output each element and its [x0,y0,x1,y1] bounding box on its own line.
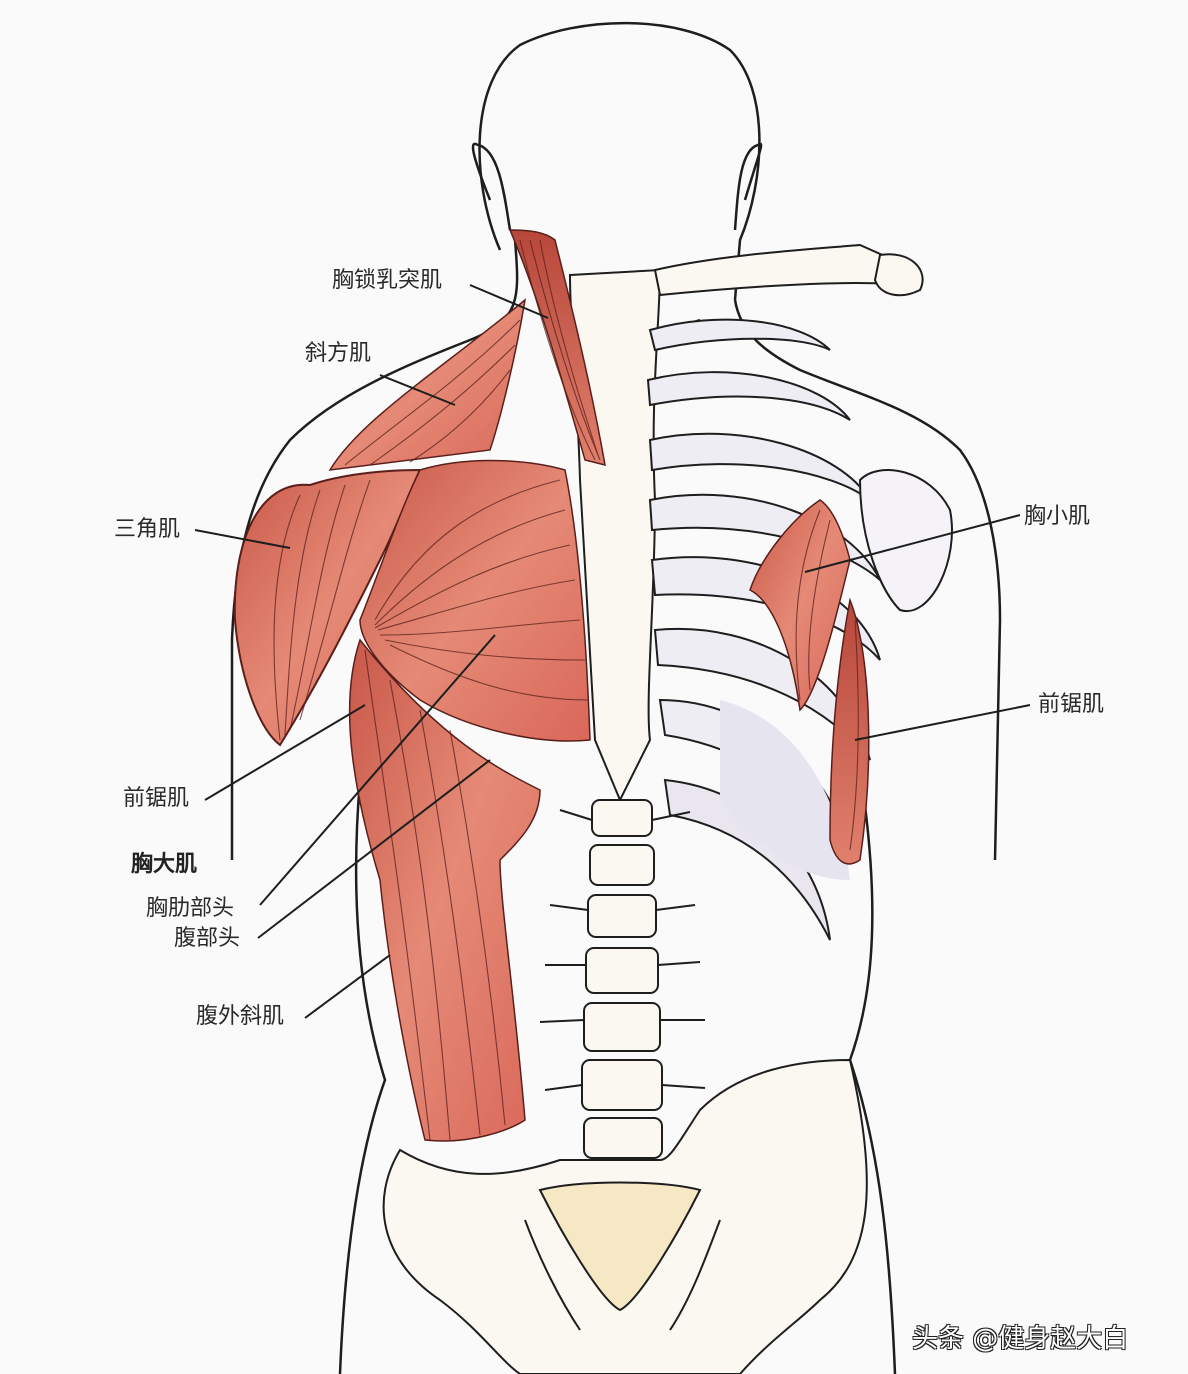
label-serratus-anterior-right: 前锯肌 [1038,692,1105,717]
label-pectoralis-minor: 胸小肌 [1024,504,1091,529]
muscle-fibers [273,239,859,1141]
label-sternocleidomastoid: 胸锁乳突肌 [332,268,443,293]
pectoralis-major-muscle [359,459,591,742]
external-oblique-muscle [348,638,541,1142]
pectoralis-minor-muscle [749,499,851,712]
label-pectoralis-major: 胸大肌 [131,852,198,877]
sternocleidomastoid-muscle [508,229,606,467]
label-external-oblique: 腹外斜肌 [196,1004,285,1029]
spine [539,799,706,1159]
label-deltoid: 三角肌 [114,517,181,542]
right-shoulder [858,253,953,613]
leader-lines [194,284,1031,1019]
label-sternocostal-head: 胸肋部头 [146,896,235,921]
label-abdominal-head: 腹部头 [174,926,241,951]
label-serratus-anterior-left: 前锯肌 [123,786,190,811]
watermark: 头条 @健身赵大白 [912,1324,1129,1354]
label-trapezius: 斜方肌 [305,341,372,366]
trapezius-muscle [328,298,527,471]
serratus-anterior-right-muscle [829,597,870,865]
